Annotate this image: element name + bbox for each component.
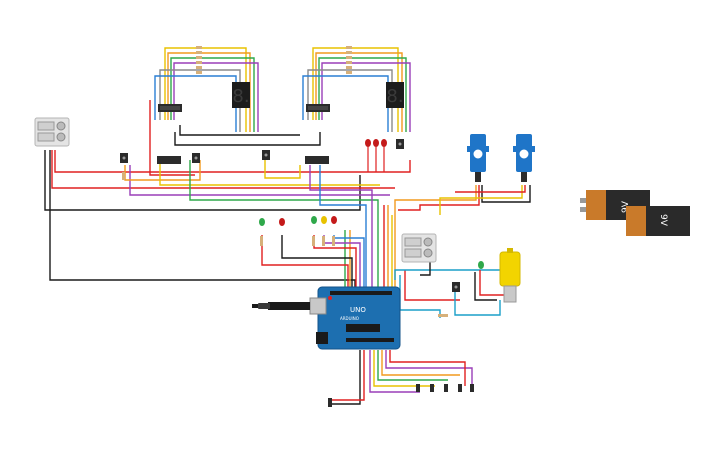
bottom-connectors: [328, 384, 474, 407]
board-model-label: UNO: [350, 306, 366, 314]
resistor-array-left: [196, 46, 202, 74]
battery-label: 9V: [658, 214, 668, 227]
resistors-misc: [122, 172, 448, 317]
counter-ic-right: [305, 156, 329, 164]
led-group-top: [365, 139, 387, 172]
seven-segment-display-left: 8.: [232, 82, 250, 108]
decoder-ic-left: [158, 104, 182, 112]
dc-motor-icon: [499, 248, 521, 303]
wires: [44, 47, 531, 405]
resistor-array-right: [346, 46, 352, 74]
arduino-uno-board: UNO ARDUINO: [309, 286, 401, 350]
display-digit: 8.: [386, 86, 403, 107]
led-green-right: [478, 261, 484, 269]
pushbutton-1[interactable]: [120, 153, 128, 163]
servo-motor-icon: [467, 134, 489, 182]
sensor-module-left: [34, 117, 70, 147]
seven-segment-display-right: 8.: [386, 82, 404, 108]
board-brand-label: ARDUINO: [340, 316, 359, 321]
sensor-module-right: [401, 233, 437, 263]
pushbutton-2[interactable]: [192, 153, 200, 163]
usb-plug-icon: [252, 302, 310, 310]
counter-ic-left: [157, 156, 181, 164]
led-group-middle: [259, 216, 337, 226]
nine-volt-battery-icon: 9V: [626, 206, 690, 236]
pushbutton-3[interactable]: [262, 150, 270, 160]
decoder-ic-right: [306, 104, 330, 112]
pushbutton-4[interactable]: [396, 139, 404, 149]
display-digit: 8.: [232, 86, 249, 107]
servo-motor-icon: [513, 134, 535, 182]
pushbutton-5[interactable]: [452, 282, 460, 292]
